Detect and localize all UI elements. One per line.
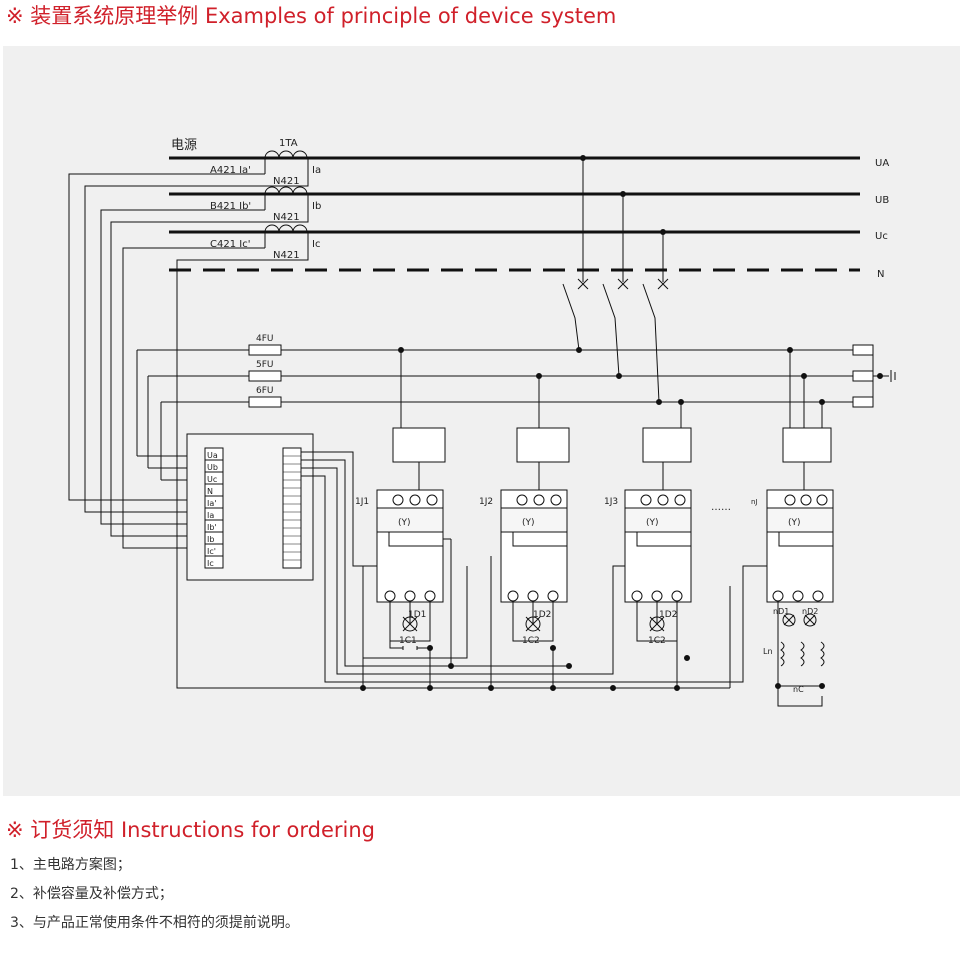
- contactor-mode-1: (Y): [398, 518, 411, 528]
- diagram-svg: 电源 1TA UA UB Uc N A421 Ia' B421 Ib' C421…: [68, 138, 896, 707]
- ct-secondary-b: Ib: [312, 201, 321, 212]
- contactor-mode-2: (Y): [522, 518, 535, 528]
- bus-label-n: N: [877, 269, 884, 280]
- wiring-diagram: 电源 1TA UA UB Uc N A421 Ia' B421 Ib' C421…: [3, 46, 960, 796]
- fuse-label-5fu: 5FU: [256, 360, 274, 370]
- section-title-principle: ※ 装置系统原理举例 Examples of principle of devi…: [6, 4, 617, 28]
- arrester-a: [852, 344, 874, 356]
- ct-primary-c: C421 Ic': [210, 239, 250, 250]
- controller-input-terminals: [204, 447, 224, 569]
- lamp-label-nd2: nD2: [802, 607, 818, 616]
- terminal-ua: Ua: [207, 451, 218, 460]
- list-item: 1、主电路方案图；: [10, 857, 131, 873]
- cap-label-1c2: 1C2: [522, 636, 540, 646]
- bus-label-ua: UA: [875, 158, 889, 169]
- contactor-label-nj: nJ: [751, 498, 758, 506]
- cap-label-1c1: 1C1: [399, 636, 417, 646]
- ct-primary-a: A421 Ia': [210, 165, 251, 176]
- cap-label-1c2-b: 1C2: [648, 636, 666, 646]
- fuse-5fu: [248, 370, 282, 382]
- current-transformers: [264, 150, 309, 248]
- contactor-label-1j2: 1J2: [479, 497, 493, 507]
- contactor-mode-3: (Y): [646, 518, 659, 528]
- bus-label-uc: Uc: [875, 231, 888, 242]
- ellipsis-label: ……: [711, 502, 731, 513]
- arrester-b: [852, 370, 874, 382]
- power-source-label: 电源: [171, 138, 197, 153]
- ct-secondary-c: Ic: [312, 239, 320, 250]
- contactor-group-n: [766, 350, 834, 707]
- controller-output-terminals: [282, 447, 302, 569]
- lamp-label-1d1: 1D1: [408, 610, 426, 620]
- contactor-group-2: [500, 376, 570, 688]
- lamp-label-1d2-b: 1D2: [659, 610, 677, 620]
- ct-neutral-a: N421: [273, 176, 300, 187]
- ct-wires: [68, 173, 403, 689]
- control-bus: [136, 347, 896, 481]
- terminal-ic-prime: Ic': [207, 547, 216, 556]
- reactor-label-ln: Ln: [763, 647, 773, 656]
- contactor-label-1j1: 1J1: [355, 497, 369, 507]
- ordering-list: 1、主电路方案图； 2、补偿容量及补偿方式； 3、与产品正常使用条件不相符的须提…: [10, 855, 299, 942]
- contactor-mode-n: (Y): [788, 518, 801, 528]
- terminal-uc: Uc: [207, 475, 217, 484]
- cap-label-nc: nC: [793, 685, 804, 694]
- fuse-label-6fu: 6FU: [256, 386, 274, 396]
- fuse-4fu: [248, 344, 282, 356]
- list-item: 3、与产品正常使用条件不相符的须提前说明。: [10, 915, 299, 931]
- fuse-6fu: [248, 396, 282, 408]
- controller-output-lines: [283, 455, 301, 561]
- fuse-label-4fu: 4FU: [256, 334, 274, 344]
- terminal-ib-prime: Ib': [207, 523, 217, 532]
- contactor-label-1j3: 1J3: [604, 497, 618, 507]
- return-wiring: [177, 556, 731, 691]
- ct-neutral-c: N421: [273, 250, 300, 261]
- controller-output-wires: [301, 451, 783, 683]
- lamp-label-1d2: 1D2: [533, 610, 551, 620]
- terminal-ic: Ic: [207, 559, 214, 568]
- bus-label-ub: UB: [875, 195, 889, 206]
- ct-secondary-a: Ia: [312, 165, 321, 176]
- arrester-c: [852, 396, 874, 408]
- bus-taps: [562, 155, 669, 403]
- list-item: 2、补偿容量及补偿方式；: [10, 886, 173, 902]
- contactor-group-1: [376, 350, 452, 688]
- contactor-group-3: [624, 402, 692, 688]
- terminal-ia-prime: Ia': [207, 499, 216, 508]
- terminal-ib: Ib: [207, 535, 214, 544]
- ct-primary-b: B421 Ib': [210, 201, 251, 212]
- terminal-n: N: [207, 487, 213, 496]
- ct-neutral-b: N421: [273, 212, 300, 223]
- lamp-label-nd1: nD1: [773, 607, 789, 616]
- terminal-ia: Ia: [207, 511, 214, 520]
- ct-label: 1TA: [279, 138, 298, 149]
- section-title-ordering: ※ 订货须知 Instructions for ordering: [6, 818, 375, 842]
- terminal-ub: Ub: [207, 463, 218, 472]
